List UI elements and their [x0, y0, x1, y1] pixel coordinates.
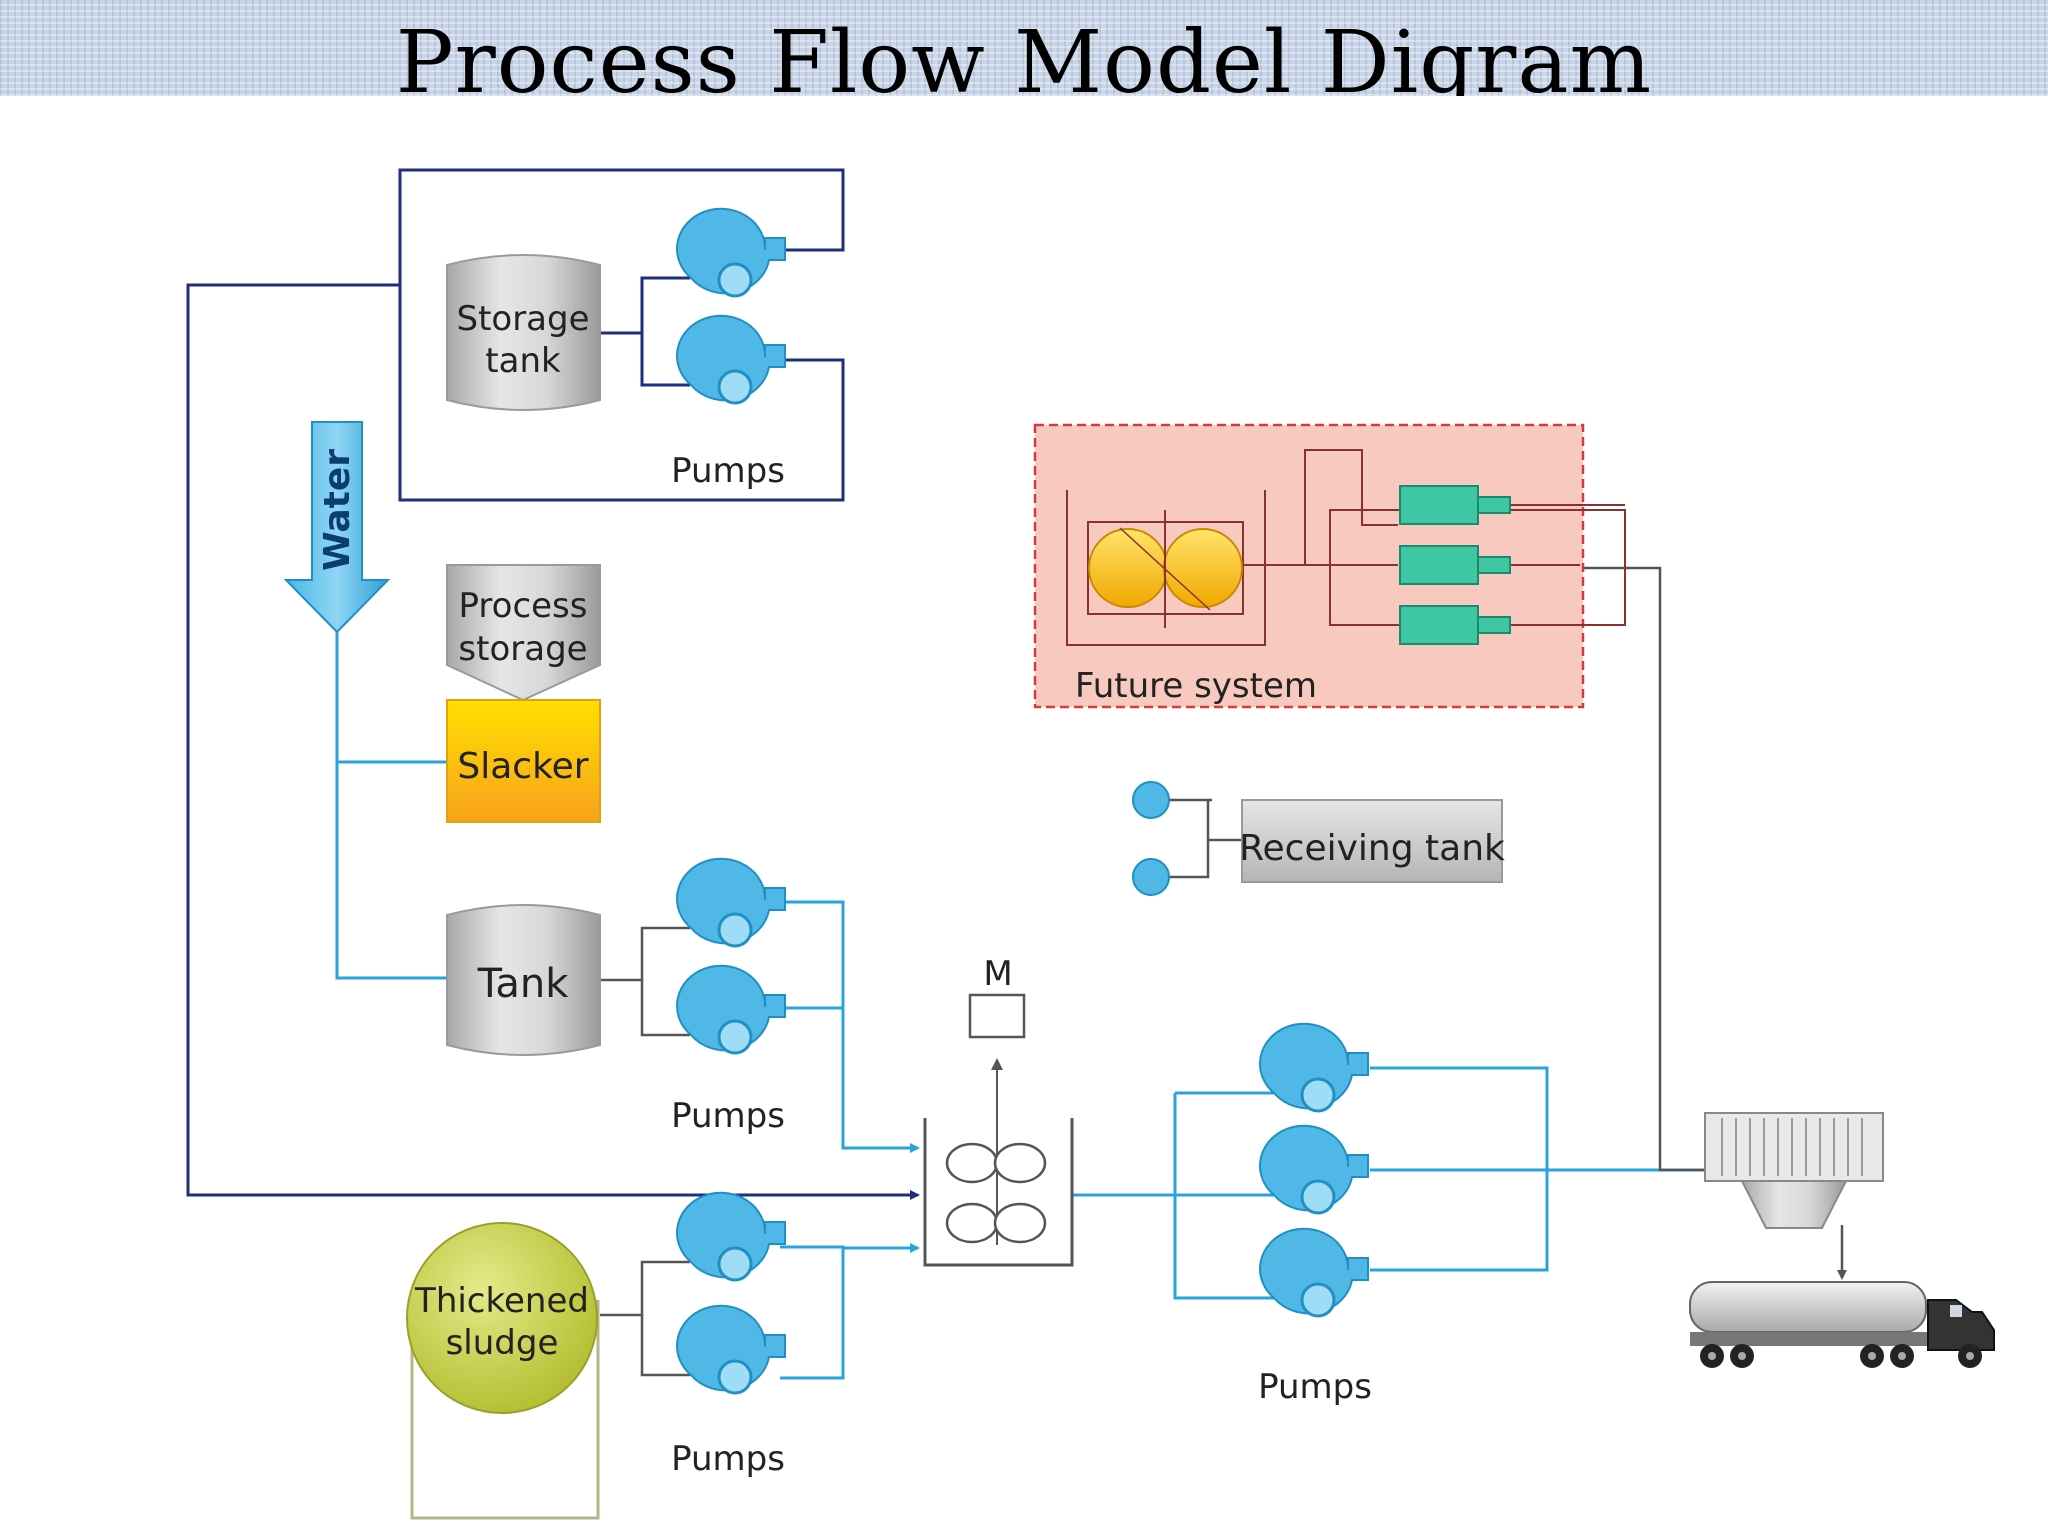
pumps-mixer-label: Pumps: [1258, 1367, 1372, 1407]
process-storage-label-line2: storage: [458, 629, 587, 669]
mixer-tank: M: [923, 954, 1074, 1267]
small-pump-icon: [1132, 858, 1170, 896]
pump-icon: [1259, 1227, 1369, 1318]
slacker-label: Slacker: [457, 746, 588, 787]
motor-label: M: [983, 954, 1012, 994]
process-storage-hopper: Process storage: [446, 564, 601, 702]
dryer-unit-icon: [1399, 485, 1511, 525]
pump-icon: [676, 207, 786, 298]
future-system: Future system: [1033, 423, 1626, 709]
sludge-loop-pipe: [410, 1290, 600, 1520]
storage-tank-label-line2: tank: [485, 341, 561, 381]
page-title: Process Flow Model Digram: [395, 13, 1653, 96]
motor-box: [968, 993, 1026, 1039]
process-storage-label-line1: Process: [459, 586, 588, 626]
pumps-storage-label: Pumps: [671, 451, 785, 491]
title-bar: Process Flow Model Digram: [0, 0, 2048, 96]
thickened-sludge-label-line1: Thickened: [414, 1281, 589, 1321]
hopper: [1704, 1112, 1884, 1229]
tank-label: Tank: [477, 961, 570, 1007]
pump-icon: [676, 1191, 786, 1282]
light-blue-pipe-network: [335, 632, 1747, 1380]
dryer-unit-icon: [1399, 605, 1511, 645]
truck-icon: [1689, 1281, 1995, 1368]
pump-icon: [676, 964, 786, 1055]
future-system-label: Future system: [1075, 666, 1317, 706]
water-label: Water: [317, 449, 358, 571]
tank: Tank: [446, 904, 601, 1056]
pumps-sludge-label: Pumps: [671, 1439, 785, 1479]
gear-icon: [1088, 510, 1243, 628]
pump-group: [676, 207, 1369, 1395]
receiving-tank-label: Receiving tank: [1239, 828, 1505, 869]
pump-icon: [676, 314, 786, 405]
pumps-tank-label: Pumps: [671, 1096, 785, 1136]
gray-pipe-network: [600, 566, 1847, 1377]
receiving-tank: Receiving tank: [1132, 781, 1505, 896]
storage-tank: Storage tank: [446, 254, 601, 411]
thickened-sludge-tank: Thickened sludge: [406, 1222, 598, 1414]
storage-tank-label-line1: Storage: [456, 299, 589, 339]
pump-icon: [1259, 1022, 1369, 1113]
pump-icon: [676, 857, 786, 948]
thickened-sludge-label-line2: sludge: [446, 1323, 559, 1363]
slacker: Slacker: [446, 699, 601, 823]
water-arrow: Water: [283, 421, 391, 634]
dryer-unit-icon: [1399, 545, 1511, 585]
navy-pipe-network: [186, 168, 920, 1200]
pump-icon: [1259, 1124, 1369, 1215]
pump-icon: [676, 1304, 786, 1395]
small-pump-icon: [1132, 781, 1170, 819]
